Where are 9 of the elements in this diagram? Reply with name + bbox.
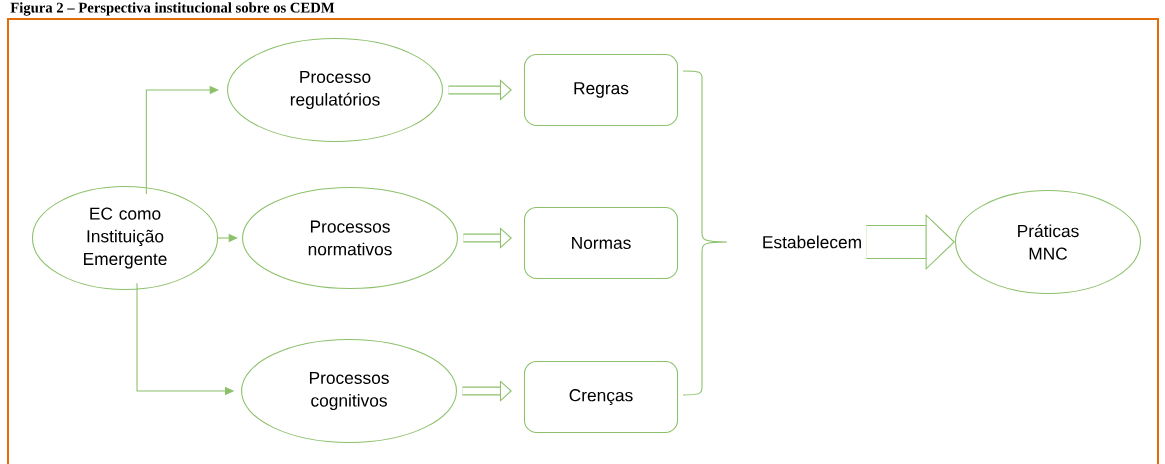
rounded-box: Crenças <box>523 361 679 433</box>
block-arrow <box>448 79 512 101</box>
block-arrow <box>462 380 512 402</box>
block-arrow <box>463 227 512 249</box>
arrow <box>145 85 219 195</box>
label-text: Estabelecem <box>763 235 861 249</box>
figure-title: Figura 2 – Perspectiva institucional sobre os CEDM <box>10 2 335 16</box>
rounded-box: Normas <box>523 207 679 279</box>
rounded-box: Regras <box>523 54 679 126</box>
